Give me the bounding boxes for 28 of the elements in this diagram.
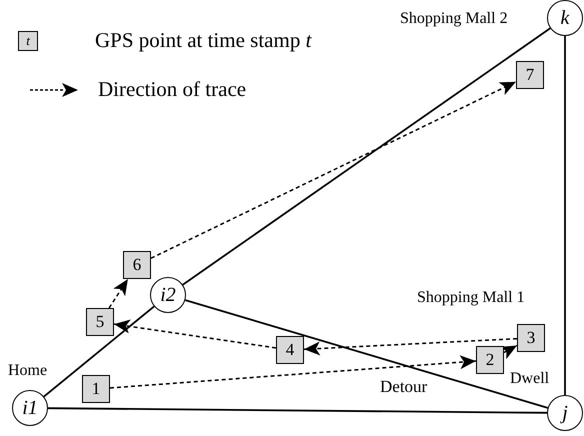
dashed-arrow bbox=[304, 338, 518, 356]
gps-point-box: 1 bbox=[82, 375, 110, 403]
place-label: Dwell bbox=[510, 370, 550, 388]
road-line bbox=[185, 299, 548, 409]
road-line bbox=[43, 306, 155, 398]
intersection-circle: i1 bbox=[12, 390, 48, 426]
road-line bbox=[48, 407, 547, 414]
place-label: Shopping Mall 2 bbox=[400, 10, 508, 28]
intersection-circle: j bbox=[547, 395, 583, 431]
intersection-circle: i2 bbox=[150, 277, 186, 313]
place-label: Home bbox=[8, 362, 48, 380]
gps-point-box: 3 bbox=[517, 324, 545, 352]
road-line bbox=[564, 36, 566, 395]
dashed-arrow bbox=[114, 319, 276, 349]
road-line bbox=[182, 28, 551, 286]
gps-point-box: 2 bbox=[476, 346, 504, 374]
place-label: Shopping Mall 1 bbox=[417, 289, 525, 307]
dashed-arrow bbox=[150, 81, 516, 259]
dashed-arrow bbox=[108, 278, 129, 308]
gps-point-box: 7 bbox=[516, 61, 544, 89]
legend-text: GPS point at time stamp t bbox=[95, 28, 312, 53]
intersection-circle: k bbox=[547, 0, 583, 36]
legend-swatch: t bbox=[18, 31, 38, 51]
legend-text: Direction of trace bbox=[98, 77, 246, 102]
gps-point-box: 6 bbox=[123, 251, 151, 279]
dashed-arrow bbox=[110, 355, 476, 389]
gps-point-box: 5 bbox=[86, 308, 114, 336]
gps-point-box: 4 bbox=[276, 336, 304, 364]
